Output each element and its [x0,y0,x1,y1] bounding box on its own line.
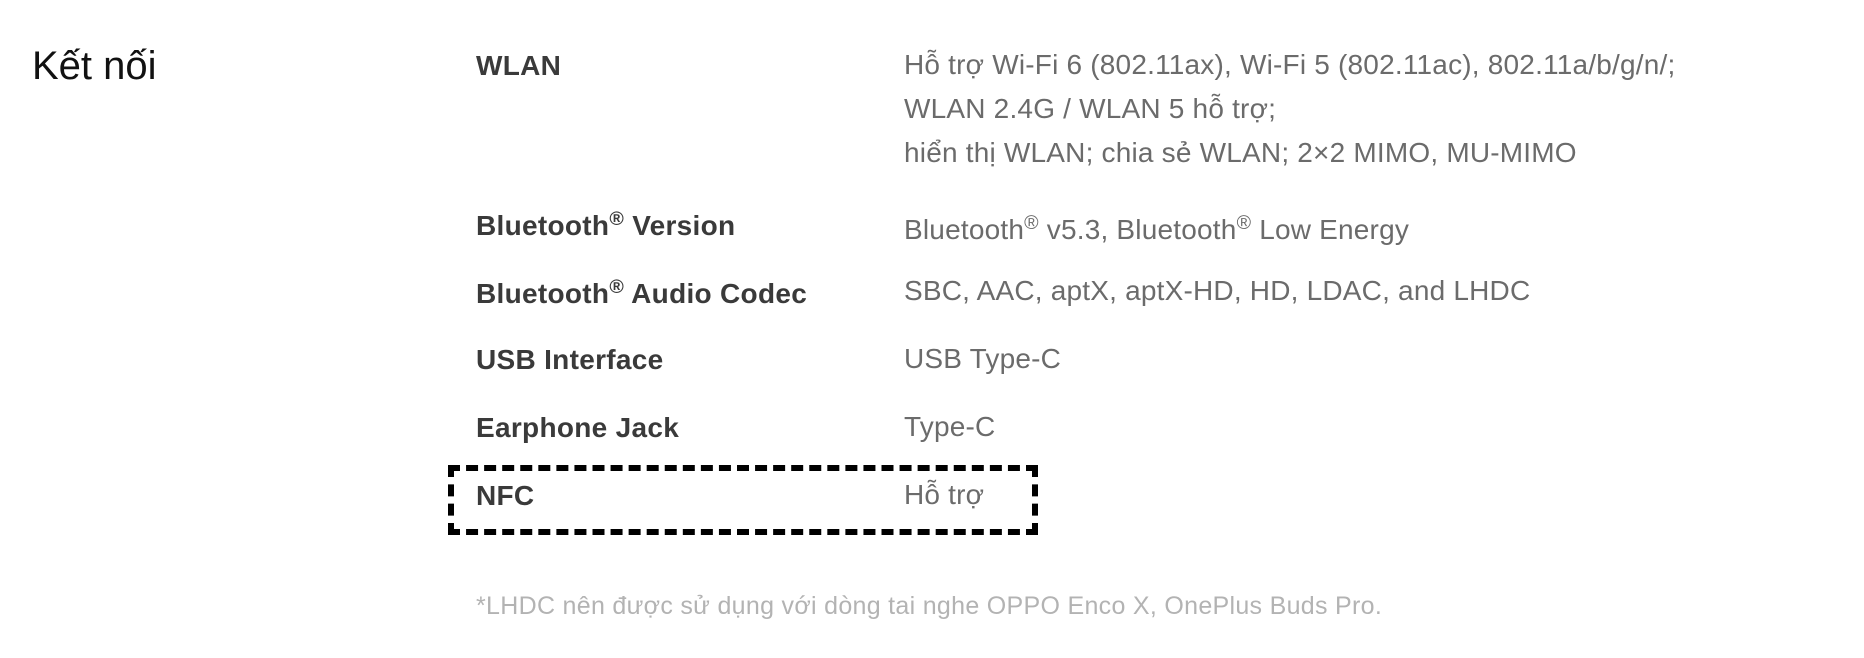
spec-label-earphone-jack: Earphone Jack [476,412,680,443]
value-bluetooth-text: Bluetooth [904,213,1025,245]
footnote: *LHDC nên được sử dụng với dòng tai nghe… [476,592,1383,620]
value-version-text: v5.3, Bluetooth [1046,213,1237,245]
spec-label-bluetooth-version: Bluetooth® Version [476,208,735,242]
registered-mark: ® [1236,212,1252,234]
spec-value-nfc: Hỗ trợ [904,479,985,510]
registered-mark: ® [609,276,625,298]
label-audio-codec-text: Audio Codec [631,277,808,309]
spec-value-wlan: Hỗ trợ Wi-Fi 6 (802.11ax), Wi-Fi 5 (802.… [904,43,1676,175]
spec-value-bluetooth-version: Bluetooth® v5.3, Bluetooth® Low Energy [904,201,1409,252]
spec-value-wlan-line-2: WLAN 2.4G / WLAN 5 hỗ trợ; [904,93,1277,124]
label-bluetooth-text: Bluetooth [476,277,610,309]
nfc-highlight-box [448,465,1038,535]
spec-value-wlan-line-1: Hỗ trợ Wi-Fi 6 (802.11ax), Wi-Fi 5 (802.… [904,49,1676,80]
value-low-energy-text: Low Energy [1259,213,1410,245]
spec-value-bluetooth-codec: SBC, AAC, aptX, aptX-HD, HD, LDAC, and L… [904,275,1531,306]
section-title: Kết nối [32,44,157,88]
spec-label-nfc: NFC [476,480,535,511]
spec-label-usb: USB Interface [476,344,664,375]
registered-mark: ® [1024,212,1039,234]
spec-value-wlan-line-3: hiển thị WLAN; chia sẻ WLAN; 2×2 MIMO, M… [904,137,1577,168]
registered-mark: ® [609,208,625,230]
spec-label-bluetooth-codec: Bluetooth® Audio Codec [476,276,807,310]
label-version-text: Version [632,209,736,241]
spec-label-wlan: WLAN [476,50,562,81]
label-bluetooth-text: Bluetooth [476,209,610,241]
spec-value-earphone-jack: Type-C [904,411,996,442]
spec-value-usb: USB Type-C [904,343,1062,374]
